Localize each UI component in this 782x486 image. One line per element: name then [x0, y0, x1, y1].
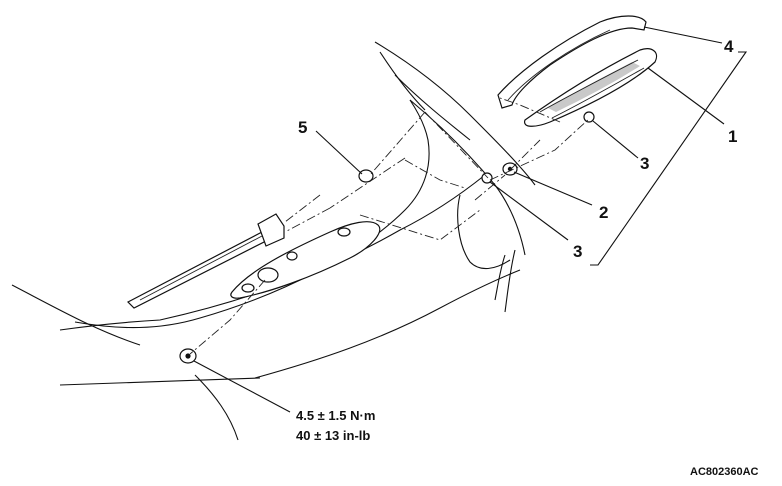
callout-3-lower: 3	[573, 242, 582, 261]
torque-metric: 4.5 ± 1.5 N·m	[296, 408, 375, 423]
torque-imperial: 40 ± 13 in-lb	[296, 428, 370, 443]
wiper-motor-hole	[337, 227, 351, 237]
callout-5: 5	[298, 118, 307, 137]
high-mounted-stop-lamp	[524, 48, 658, 127]
wiper-motor-hole	[241, 283, 255, 293]
lamp-cover-molding	[497, 15, 647, 109]
wiper-motor-hole	[286, 251, 298, 261]
assembly-lines	[189, 97, 591, 355]
clip-5	[358, 169, 374, 183]
grommet-3-lower	[481, 172, 493, 184]
leader-lines	[193, 26, 748, 413]
wiper-motor-cover	[230, 221, 381, 299]
figure-code: AC802360AC	[690, 466, 759, 478]
callout-2: 2	[599, 203, 608, 222]
callout-4: 4	[724, 37, 734, 56]
grommet-3-upper	[583, 111, 595, 123]
wiper-pivot-boss	[257, 267, 279, 283]
rear-wiper-arm	[126, 213, 285, 309]
callout-3-upper: 3	[640, 154, 649, 173]
callout-1: 1	[728, 127, 737, 146]
